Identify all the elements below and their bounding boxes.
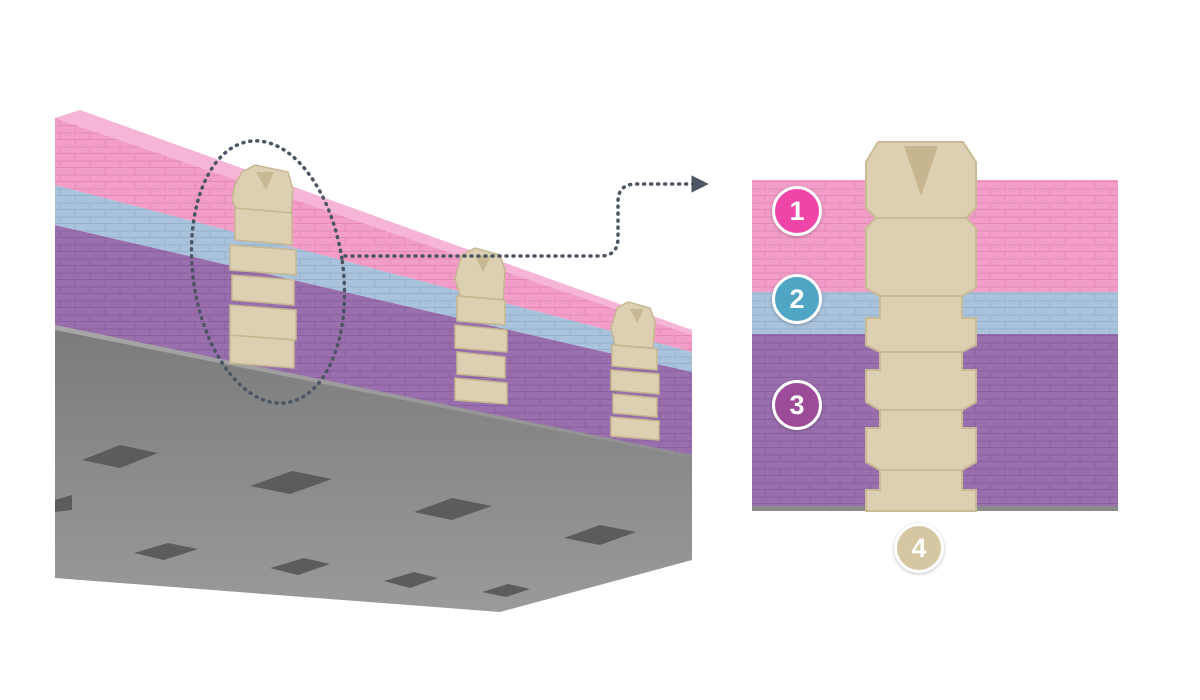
wall-top-face: [55, 110, 692, 335]
callout-badge-1: 1: [772, 186, 822, 236]
wall-3d-view: [55, 110, 692, 612]
layer-3-wall: [55, 225, 692, 455]
detail-anchor: [865, 141, 977, 512]
anchor-1: [229, 164, 297, 369]
concrete-slab: [55, 325, 692, 612]
callout-badge-2: 2: [772, 274, 822, 324]
callout-arrow: [343, 175, 709, 258]
callout-badge-3: 3: [772, 380, 822, 430]
layer-1-wall: [55, 118, 692, 352]
concrete-holes: [55, 445, 636, 597]
highlight-ellipse: [189, 139, 347, 405]
zoom-callout: [189, 139, 709, 405]
anchor-3: [610, 301, 660, 441]
callout-badge-4: 4: [894, 523, 944, 573]
anchor-2: [454, 247, 508, 405]
layer-2-wall: [55, 185, 692, 372]
